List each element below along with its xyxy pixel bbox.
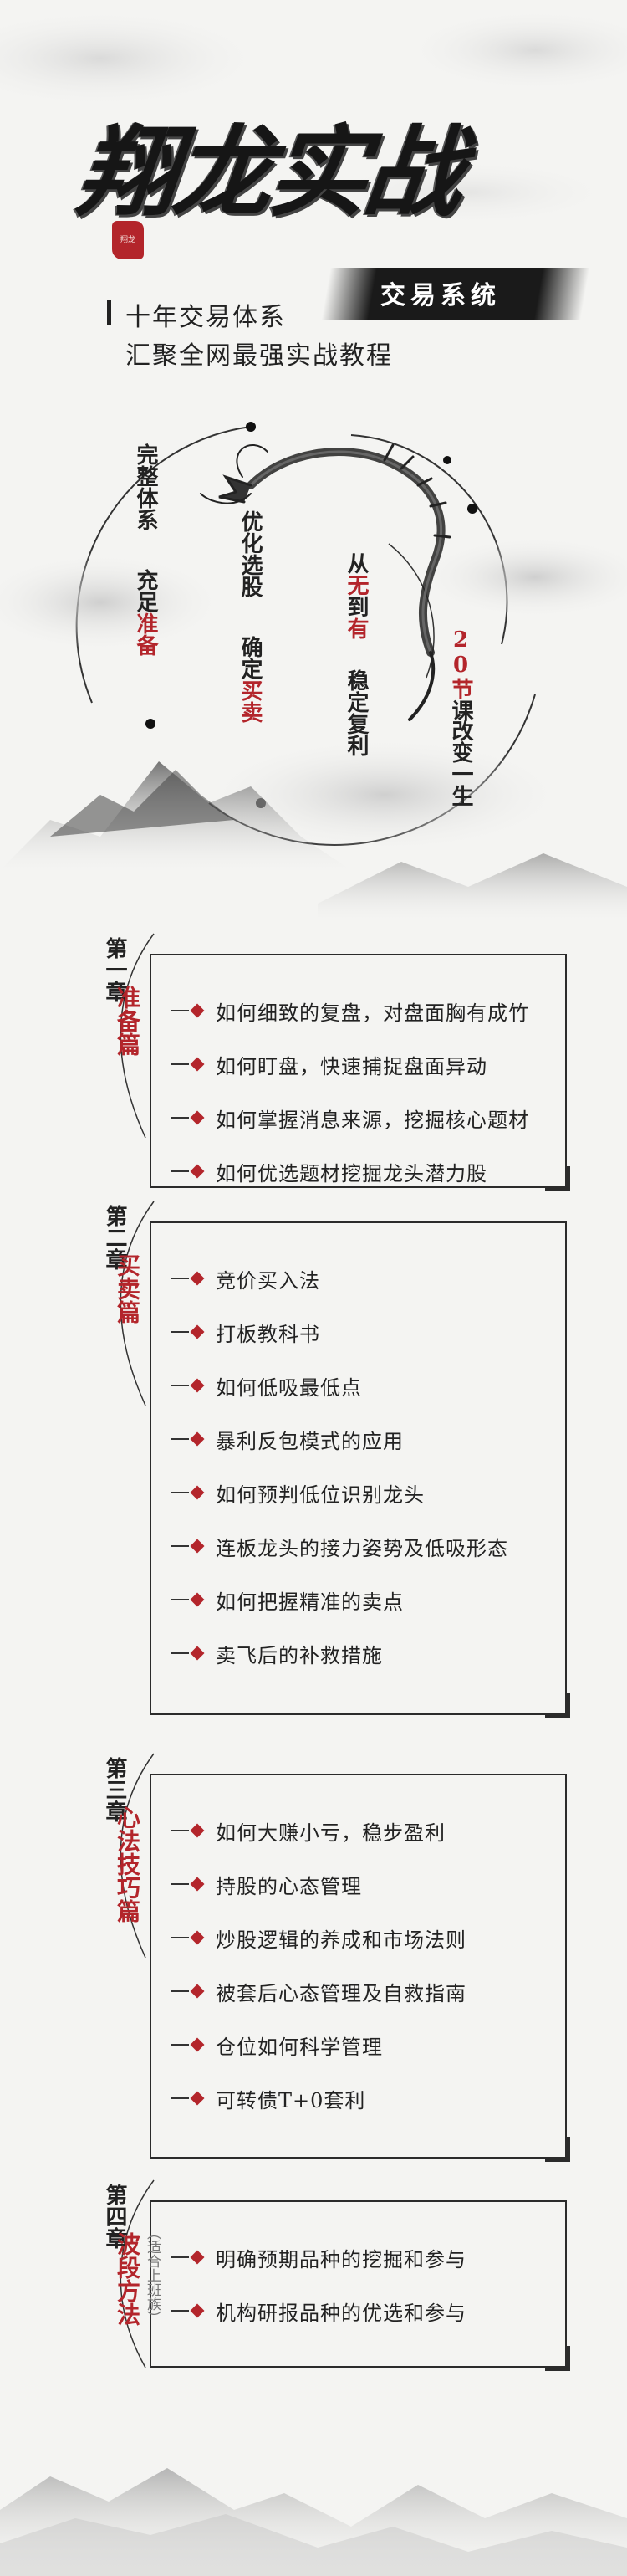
list-item: 竞价买入法 [171, 1262, 320, 1295]
chapter-3-box [150, 1774, 570, 2162]
chapter-3: 第三章 心法技巧篇 如何大赚小亏，稳步盈利 持股的心态管理 炒股逻辑的养成和市场… [70, 1749, 570, 2162]
list-item: 连板龙头的接力姿势及低吸形态 [171, 1529, 508, 1563]
diamond-bullet-icon [190, 1877, 205, 1892]
list-item: 卖飞后的补救措施 [171, 1636, 383, 1670]
mountain-right [318, 853, 627, 920]
list-item: 可转债T+0套利 [171, 2082, 365, 2115]
diamond-bullet-icon [190, 2037, 205, 2052]
diamond-bullet-icon [190, 1646, 205, 1661]
diamond-bullet-icon [190, 1003, 205, 1018]
diamond-bullet-icon [190, 1324, 205, 1339]
hero-col2a: 优化选股 [237, 510, 263, 597]
chapter-2-label: 第二章 [102, 1205, 127, 1270]
diamond-bullet-icon [190, 1110, 205, 1125]
dragon-icon [200, 443, 451, 721]
tagline-1: 十年交易体系 [125, 303, 286, 332]
list-item: 如何掌握消息来源，挖掘核心题材 [171, 1101, 529, 1134]
diamond-bullet-icon [190, 1592, 205, 1607]
diamond-bullet-icon [190, 1485, 205, 1500]
list-item: 如何盯盘，快速捕捉盘面异动 [171, 1047, 487, 1081]
diamond-bullet-icon [190, 1823, 205, 1838]
dragon-illustration [0, 422, 627, 920]
list-item: 炒股逻辑的养成和市场法则 [171, 1921, 466, 1954]
list-item: 如何预判低位识别龙头 [171, 1476, 425, 1509]
chapter-4: 第四章 波段方法 （适合上班族） 明确预期品种的挖掘和参与 机构研报品种的优选和… [70, 2175, 570, 2371]
list-item: 仓位如何科学管理 [171, 2028, 383, 2061]
diamond-bullet-icon [190, 1431, 205, 1447]
diamond-bullet-icon [190, 2091, 205, 2106]
chapter-2-box [150, 1221, 570, 1718]
chapter-2-title: 买卖篇 [114, 1253, 141, 1324]
list-item: 打板教科书 [171, 1315, 320, 1349]
tagline-2: 汇聚全网最强实战教程 [125, 341, 393, 371]
chapter-1-label: 第一章 [102, 937, 127, 1002]
chapter-4-box [150, 2200, 570, 2371]
list-item: 机构研报品种的优选和参与 [171, 2294, 466, 2328]
tagline-marker [107, 300, 111, 325]
hero-col1b: 充足准备 [133, 569, 158, 656]
chapter-3-label: 第三章 [102, 1757, 127, 1822]
list-item: 暴利反包模式的应用 [171, 1422, 404, 1456]
chapter-1-title: 准备篇 [114, 986, 141, 1056]
diamond-bullet-icon [190, 1539, 205, 1554]
diamond-bullet-icon [190, 1057, 205, 1072]
hero-col4a: 20节课 [448, 627, 473, 721]
chapter-4-label: 第四章 [102, 2184, 127, 2249]
chapter-4-note: （适合上班族） [144, 2225, 161, 2325]
list-item: 如何把握精准的卖点 [171, 1583, 404, 1616]
diamond-bullet-icon [190, 2250, 205, 2265]
footer-mountains [0, 2468, 627, 2576]
hero-col4b: 改变一生 [448, 720, 473, 807]
brand-title: 翔龙实战 [72, 114, 466, 230]
list-item: 如何细致的复盘，对盘面胸有成竹 [171, 994, 529, 1027]
hero-col3b: 稳定复利 [344, 669, 369, 756]
diamond-bullet-icon [190, 1930, 205, 1945]
hero-col1a: 完整体系 [133, 443, 158, 530]
ink-wash-background [0, 8, 627, 226]
hero-col3a: 从无到有 [344, 552, 369, 639]
red-seal-stamp: 翔龙 [112, 221, 144, 259]
chapter-4-title: 波段方法 [114, 2232, 141, 2326]
chapter-2: 第二章 买卖篇 竞价买入法 打板教科书 如何低吸最低点 暴利反包模式的应用 如何… [70, 1196, 570, 1718]
diamond-bullet-icon [190, 1378, 205, 1393]
subtitle-text: 交易系统 [380, 281, 501, 310]
chapter-3-title: 心法技巧篇 [114, 1805, 141, 1923]
hero-section: 翔龙实战 翔龙 交易系统 十年交易体系 汇聚全网最强实战教程 [0, 0, 627, 920]
diamond-bullet-icon [190, 2303, 205, 2318]
list-item: 被套后心态管理及自救指南 [171, 1974, 466, 2008]
diamond-bullet-icon [190, 1271, 205, 1286]
list-item: 如何大赚小亏，稳步盈利 [171, 1814, 446, 1847]
list-item: 如何低吸最低点 [171, 1369, 362, 1402]
chapter-1: 第一章 准备篇 如何细致的复盘，对盘面胸有成竹 如何盯盘，快速捕捉盘面异动 如何… [70, 929, 570, 1191]
diamond-bullet-icon [190, 1984, 205, 1999]
diamond-bullet-icon [190, 1164, 205, 1179]
chapter-1-box [150, 954, 570, 1191]
list-item: 持股的心态管理 [171, 1867, 362, 1901]
hero-col2b: 确定买卖 [237, 636, 263, 723]
list-item: 明确预期品种的挖掘和参与 [171, 2241, 466, 2274]
list-item: 如何优选题材挖掘龙头潜力股 [171, 1155, 487, 1188]
